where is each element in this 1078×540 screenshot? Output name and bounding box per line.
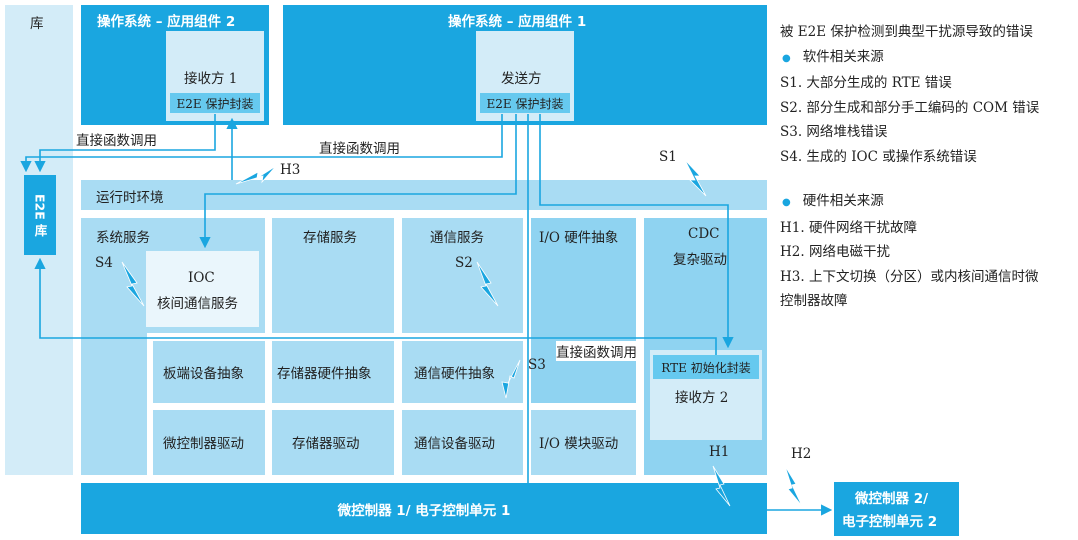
receiver1-label: 接收方 1 [184,71,238,87]
sender-to-bus-line [527,114,766,511]
lightning-bolt-h3 [235,165,277,185]
io-hw-abstraction-label: I/O 硬件抽象 [539,230,619,246]
rte-label: 运行时环境 [96,190,164,206]
lightning-bolt-s3 [501,359,521,399]
lightning-bolt-s2 [476,261,499,307]
sender-to-ioc-line [199,114,517,249]
system-services-col [81,333,147,475]
hardware-heading-row: ● 硬件相关来源 [780,189,1074,216]
mcu-driver-label: 微控制器驱动 [163,436,244,452]
fault-label-s2: S2 [455,255,473,271]
e2e-wrapper-receiver1-label: E2E 保护封装 [176,96,254,111]
memory-driver-box[interactable] [272,410,394,475]
memory-hw-abstraction-label: 存储器硬件抽象 [277,366,372,382]
bullet-icon: ● [782,52,791,64]
fault-label-h2: H2 [791,446,812,462]
ecu2-label-line1: 微控制器 2/ [855,491,929,507]
hardware-item: H1. 硬件网络干扰故障 [780,219,917,236]
io-hw-abstraction-box[interactable] [531,218,636,403]
ioc-box[interactable] [146,251,259,327]
comm-driver-box[interactable] [402,410,523,475]
e2e-wrapper-receiver1[interactable]: E2E 保护封装 [170,93,260,113]
call-line-receiver1-to-lib [34,114,216,173]
cdc-label-line2: 复杂驱动 [673,252,727,268]
rte-init-wrapper-label: RTE 初始化封装 [661,360,751,375]
ecu1-bar[interactable]: 微控制器 1/ 电子控制单元 1 [81,483,767,534]
call-line-sender-to-lib [20,114,503,173]
io-driver-label: I/O 模块驱动 [539,436,619,452]
ecu2-label-line2: 电子控制单元 2 [842,514,938,530]
hardware-item: H2. 网络电磁干扰 [780,244,890,260]
ioc-label-line2: 核间通信服务 [157,296,238,312]
comm-driver-label: 通信设备驱动 [414,436,495,452]
cdc-label-line1: CDC [688,226,720,242]
hardware-heading: 硬件相关来源 [802,193,884,209]
direct-call-label-2: 直接函数调用 [319,141,400,157]
memory-services-box[interactable] [272,218,394,333]
e2e-library-label: E2E 库 [32,193,48,237]
comm-services-label: 通信服务 [430,230,484,246]
board-abstraction-box[interactable] [153,341,265,403]
hardware-item: 控制器故障 [780,293,848,309]
ecu2-box[interactable] [834,482,959,536]
memory-services-label: 存储服务 [303,230,357,246]
notes-panel: 被 E2E 保护检测到典型干扰源导致的错误 ● 软件相关来源 S1. 大部分生成的… [780,20,1074,314]
software-heading: 软件相关来源 [802,48,884,65]
comm-hw-abstraction-label: 通信硬件抽象 [414,366,495,382]
ecu1-label: 微控制器 1/ 电子控制单元 1 [337,502,511,519]
hardware-item: H3. 上下文切换（分区）或内核间通信时微 [780,268,1039,285]
direct-call-label-1: 直接函数调用 [76,133,157,149]
board-abstraction-label: 板端设备抽象 [163,366,244,382]
software-item: S2. 部分生成和部分手工编码的 COM 错误 [780,99,1040,116]
direct-call-label-3: 直接函数调用 [556,341,637,361]
comm-hw-abstraction-box[interactable] [402,341,523,403]
sender-label: 发送方 [501,71,542,87]
lightning-bolt-s1 [684,159,707,197]
receiver2-label: 接收方 2 [675,390,729,406]
fault-label-h1: H1 [709,444,730,460]
bullet-icon: ● [782,197,791,208]
library-label: 库 [30,16,44,32]
software-item: S3. 网络堆栈错误 [780,124,888,140]
io-driver-box[interactable] [531,410,636,475]
e2e-wrapper-sender[interactable]: E2E 保护封装 [480,93,570,113]
software-heading-row: ● 软件相关来源 [780,45,1074,72]
swc1-title: 操作系统 – 应用组件 1 [448,14,587,30]
e2e-wrapper-sender-label: E2E 保护封装 [486,96,564,111]
ioc-label-line1: IOC [188,270,215,286]
fault-label-s4: S4 [95,255,113,271]
system-services-label: 系统服务 [96,230,150,246]
mcu-driver-box[interactable] [153,410,265,475]
swc2-title: 操作系统 – 应用组件 2 [97,14,236,30]
call-line-receiver2-to-lib [34,257,717,355]
software-item: S1. 大部分生成的 RTE 错误 [780,75,952,91]
memory-hw-abstraction-box[interactable] [272,341,394,403]
software-item: S4. 生成的 IOC 或操作系统错误 [780,148,977,165]
lightning-bolt-h1 [712,465,731,507]
fault-label-s1: S1 [659,149,677,165]
fault-label-s3: S3 [528,357,546,373]
memory-driver-label: 存储器驱动 [292,436,360,452]
notes-title: 被 E2E 保护检测到典型干扰源导致的错误 [780,24,1033,40]
lightning-bolt-s4 [121,261,145,307]
comm-services-box[interactable] [402,218,523,333]
sender-to-receiver2-line [539,114,734,349]
e2e-library-box[interactable]: E2E 库 [24,175,56,255]
fault-label-h3: H3 [280,162,301,178]
rte-init-wrapper[interactable]: RTE 初始化封装 [653,355,759,379]
lightning-bolt-h2 [784,465,803,507]
